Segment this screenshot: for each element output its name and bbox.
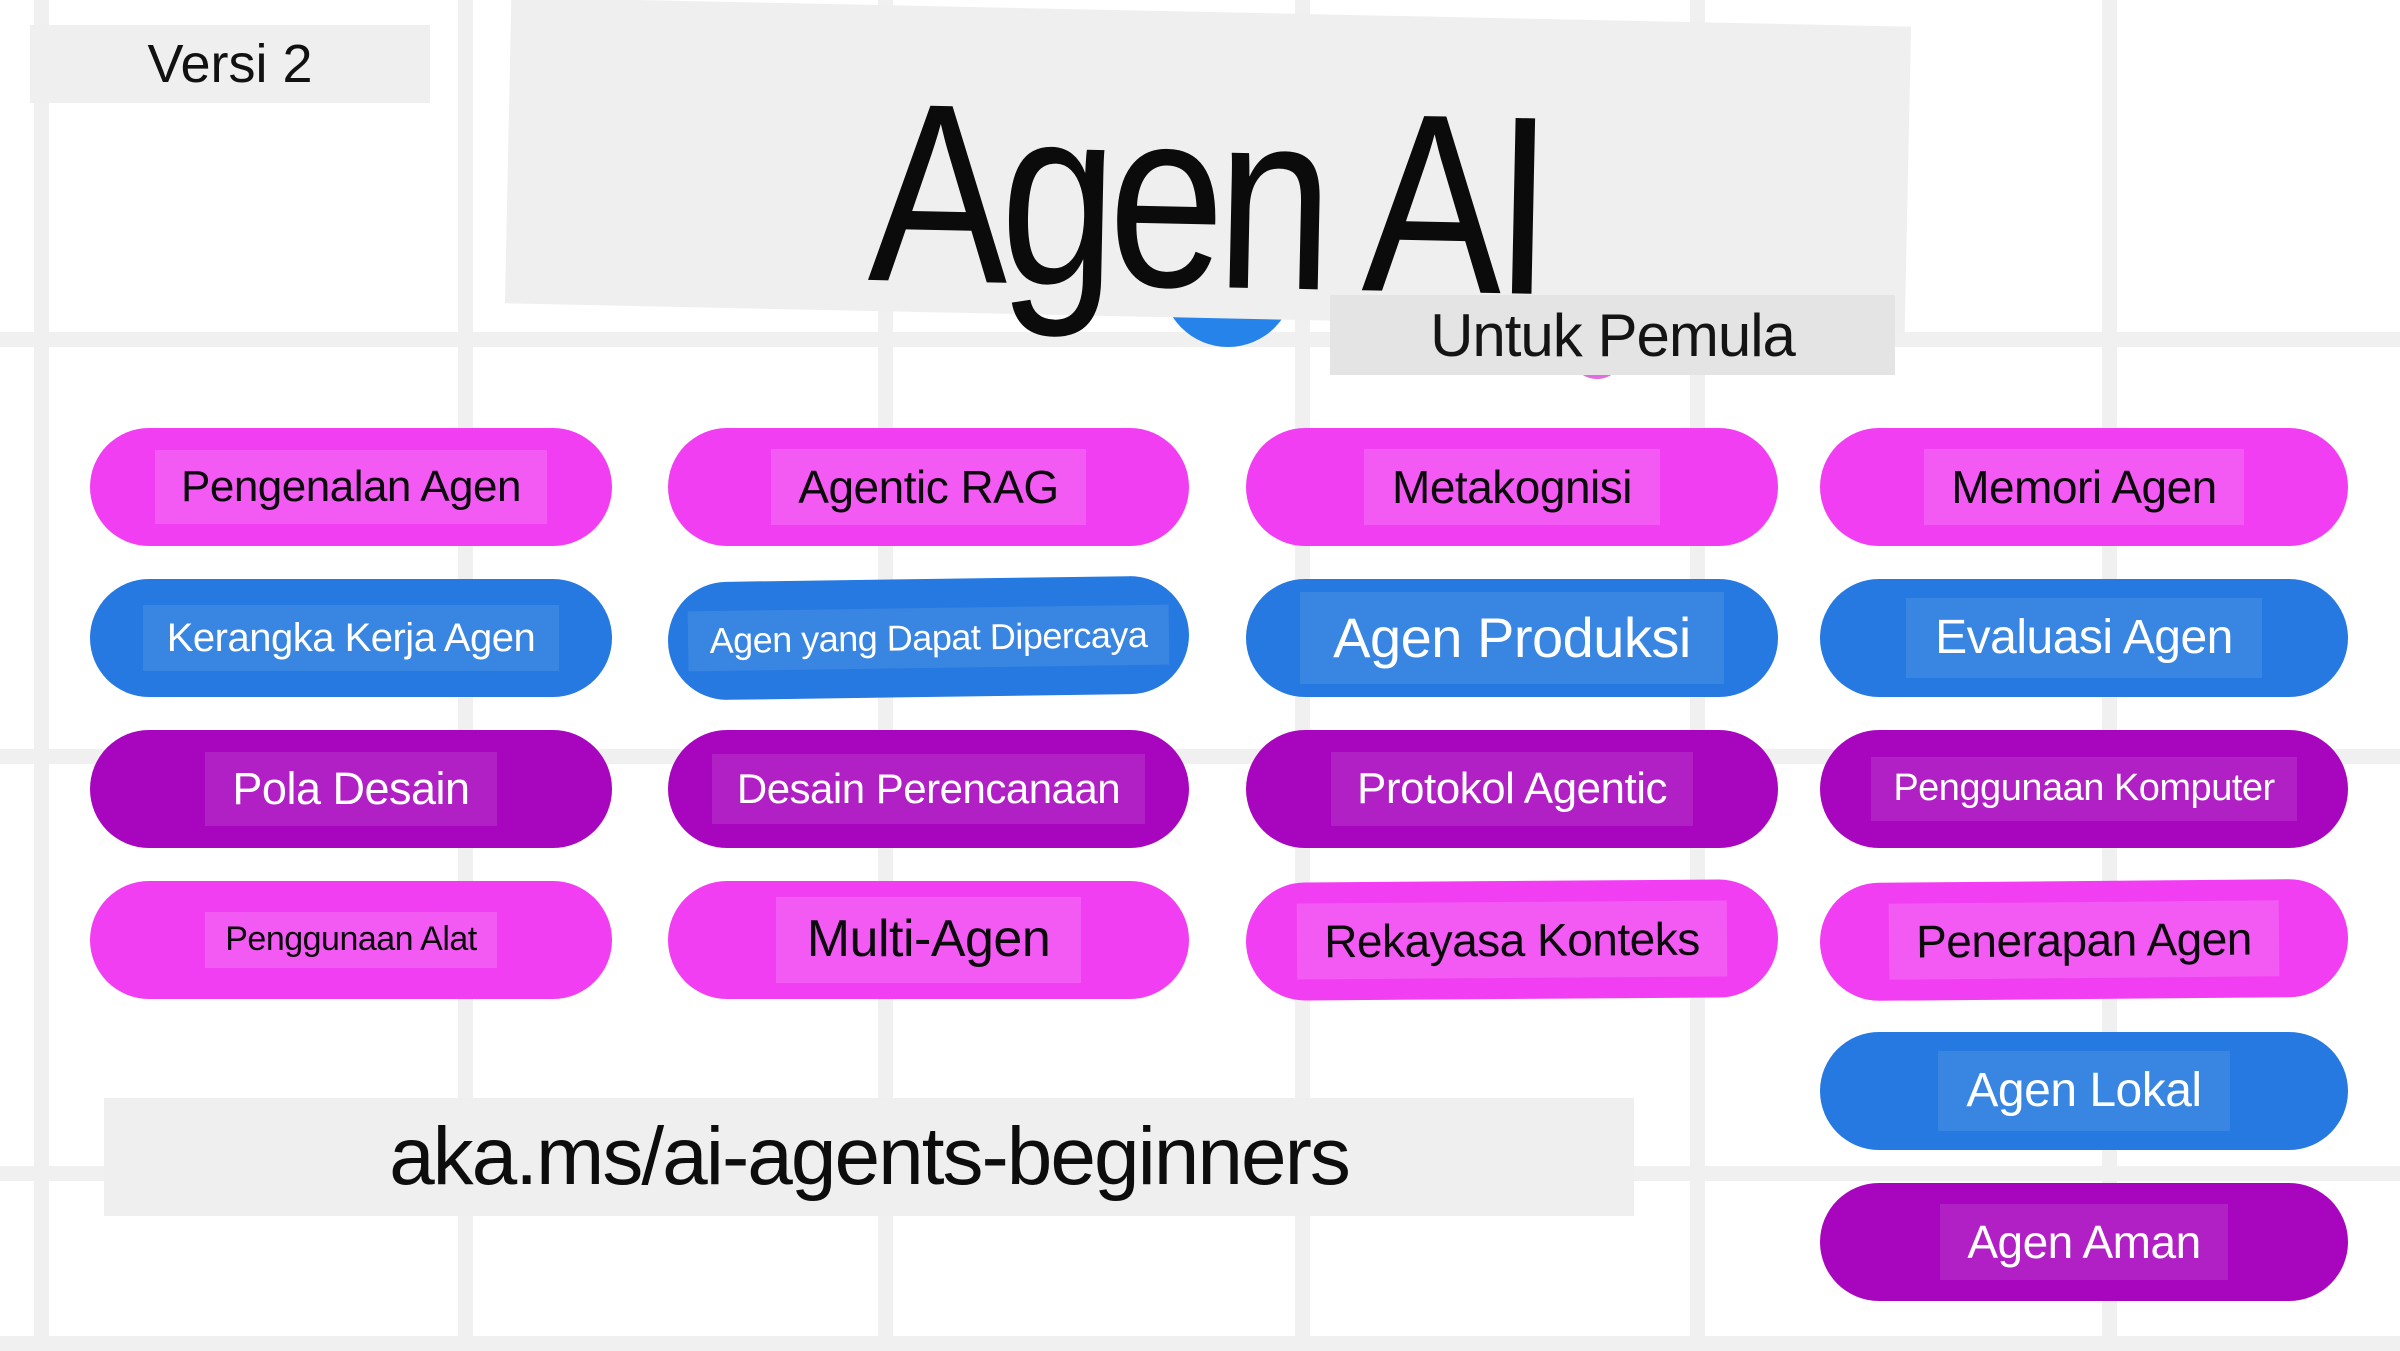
pill-label: Agentic RAG — [770, 448, 1087, 526]
title-box: Agen AI — [504, 0, 1912, 350]
version-badge: Versi 2 — [30, 25, 430, 103]
pill-rekayasa-konteks[interactable]: Rekayasa Konteks — [1245, 879, 1779, 1001]
pill-label: Protokol Agentic — [1330, 752, 1694, 826]
pill-label: Penerapan Agen — [1888, 900, 2280, 980]
pill-multi-agen[interactable]: Multi-Agen — [668, 881, 1189, 999]
pill-label: Kerangka Kerja Agen — [142, 604, 560, 672]
pill-agentic-rag[interactable]: Agentic RAG — [668, 428, 1189, 546]
pill-agen-produksi[interactable]: Agen Produksi — [1246, 579, 1778, 697]
pill-penerapan-agen[interactable]: Penerapan Agen — [1819, 878, 2349, 1002]
pill-label: Agen Lokal — [1937, 1051, 2231, 1131]
pill-penggunaan-komputer[interactable]: Penggunaan Komputer — [1820, 730, 2348, 848]
pill-label: Agen yang Dapat Dipercaya — [687, 604, 1170, 672]
course-url-box: aka.ms/ai-agents-beginners — [104, 1098, 1634, 1216]
pill-penggunaan-alat[interactable]: Penggunaan Alat — [90, 881, 612, 999]
pill-label: Penggunaan Alat — [204, 911, 498, 969]
pill-pengenalan-agen[interactable]: Pengenalan Agen — [90, 428, 612, 546]
page-subtitle: Untuk Pemula — [1430, 301, 1796, 369]
course-url-link[interactable]: aka.ms/ai-agents-beginners — [389, 1111, 1351, 1202]
grid-line — [34, 0, 49, 1350]
pill-label: Evaluasi Agen — [1906, 598, 2262, 678]
pill-label: Rekayasa Konteks — [1296, 900, 1728, 980]
pill-label: Memori Agen — [1923, 448, 2245, 526]
grid-line — [0, 1336, 2400, 1351]
pill-agen-aman[interactable]: Agen Aman — [1820, 1183, 2348, 1301]
pill-label: Pengenalan Agen — [154, 450, 548, 524]
pill-label: Agen Produksi — [1299, 591, 1725, 685]
page-title: Agen AI — [866, 50, 1548, 350]
subtitle-box: Untuk Pemula — [1330, 295, 1895, 375]
pill-label: Metakognisi — [1364, 448, 1660, 526]
pill-metakognisi[interactable]: Metakognisi — [1246, 428, 1778, 546]
pill-label: Agen Aman — [1939, 1203, 2229, 1281]
pill-label: Desain Perencanaan — [711, 754, 1146, 824]
pill-label: Multi-Agen — [775, 896, 1082, 984]
pill-pola-desain[interactable]: Pola Desain — [90, 730, 612, 848]
pill-label: Penggunaan Komputer — [1870, 757, 2298, 821]
pill-memori-agen[interactable]: Memori Agen — [1820, 428, 2348, 546]
pill-label: Pola Desain — [205, 751, 497, 827]
pill-agen-yang-dapat-dipercaya[interactable]: Agen yang Dapat Dipercaya — [667, 575, 1190, 701]
pill-evaluasi-agen[interactable]: Evaluasi Agen — [1820, 579, 2348, 697]
pill-kerangka-kerja-agen[interactable]: Kerangka Kerja Agen — [90, 579, 612, 697]
pill-agen-lokal[interactable]: Agen Lokal — [1820, 1032, 2348, 1150]
pill-protokol-agentic[interactable]: Protokol Agentic — [1246, 730, 1778, 848]
version-badge-label: Versi 2 — [147, 34, 313, 94]
pill-desain-perencanaan[interactable]: Desain Perencanaan — [668, 730, 1189, 848]
